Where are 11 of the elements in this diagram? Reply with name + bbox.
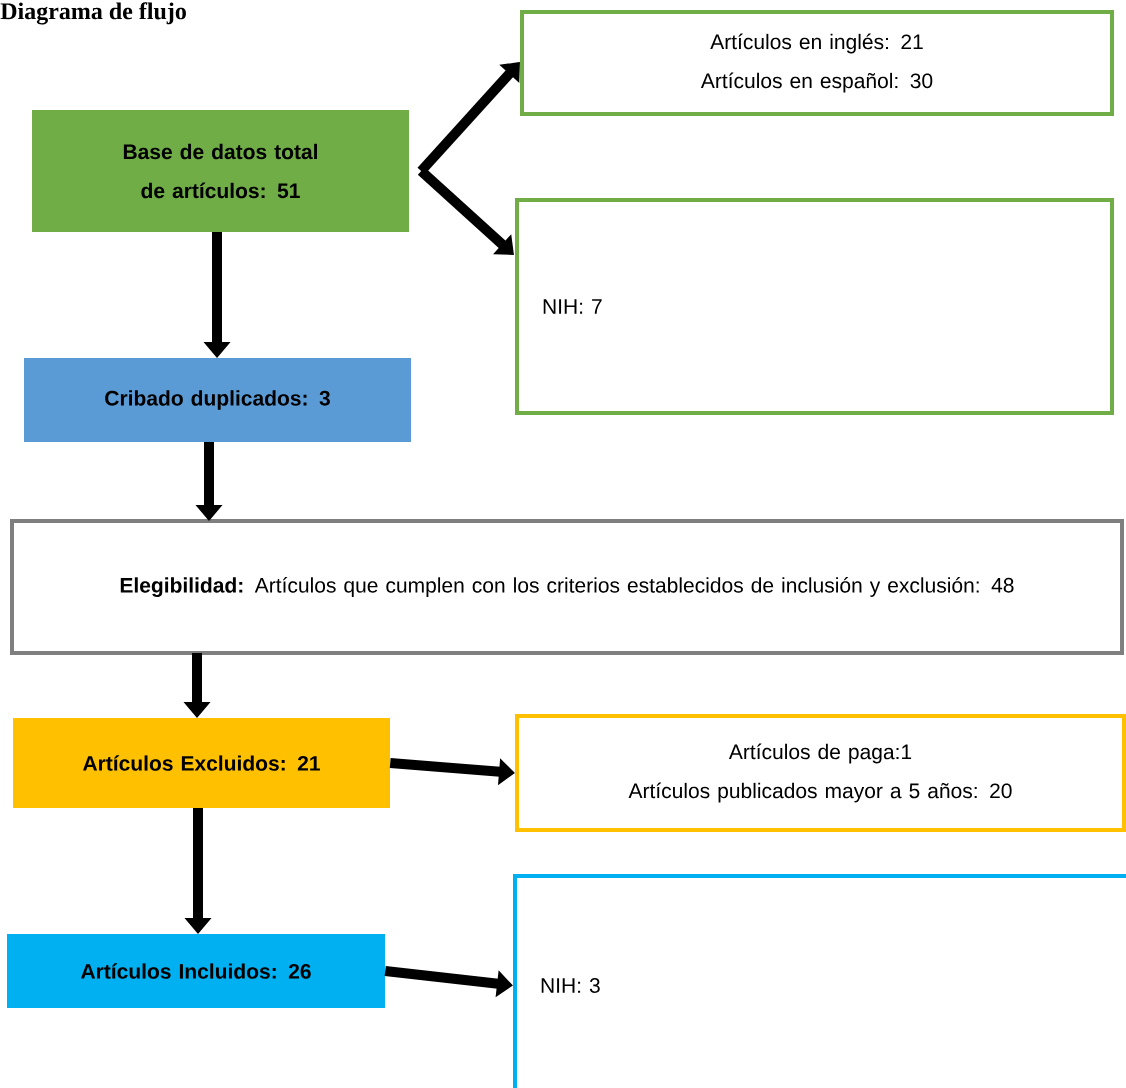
process-box: Cribado duplicados: 3 [24,358,411,442]
info-box: NIH: 7 [515,198,1114,415]
process-box: Elegibilidad: Artículos que cumplen con los criterios establecidos de inclusión y exclusión: 48 [10,519,1124,655]
process-box: Artículos Incluidos: 26 [7,934,385,1008]
info-box: Artículos de paga:1 Artículos publicados mayor a 5 años: 20 [515,714,1126,832]
process-box: Artículos Excluidos: 21 [13,718,390,808]
arrow [417,167,514,255]
process-box: Base de datos total de artículos: 51 [32,110,409,232]
info-box: Artículos en inglés: 21 Artículos en español: 30 [520,10,1114,116]
info-box: NIH: 3 [513,874,1126,1088]
title: Diagrama de flujo [0,2,186,25]
